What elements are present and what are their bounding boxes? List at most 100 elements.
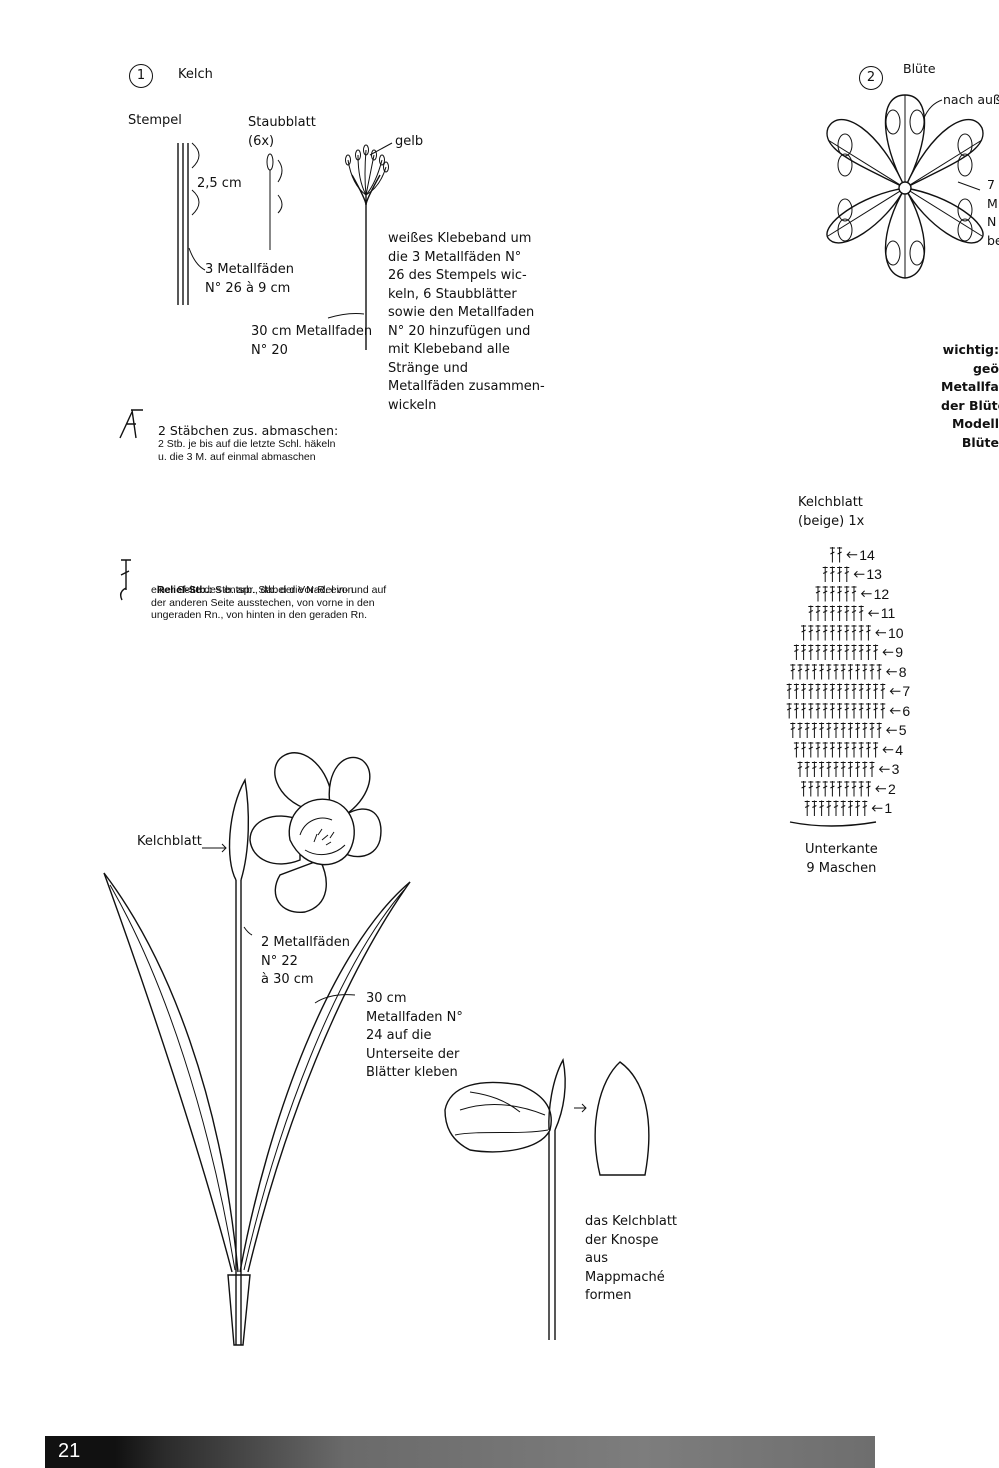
stitch-mark — [855, 664, 860, 680]
stitch-mark — [826, 762, 831, 778]
stitch-mark — [805, 801, 810, 817]
stitch-mark — [816, 781, 821, 797]
stitch-mark — [880, 703, 885, 719]
stitch-mark — [848, 723, 853, 739]
stitch-mark — [844, 781, 849, 797]
stitch-mark — [801, 645, 806, 661]
stitch-mark — [873, 684, 878, 700]
bluete-diagram — [827, 95, 983, 278]
stitch-mark — [801, 742, 806, 758]
stitch-mark — [794, 684, 799, 700]
stitch-mark — [855, 801, 860, 817]
stitch-mark — [837, 684, 842, 700]
step-number-2: 2 — [859, 66, 883, 90]
stitch-mark — [823, 567, 828, 583]
stitch-mark — [844, 645, 849, 661]
label-nach-aussen: nach auße — [943, 91, 999, 110]
stitch-mark — [834, 762, 839, 778]
stitch-mark — [848, 762, 853, 778]
stitch-mark — [873, 645, 878, 661]
kelch-assembly-drawing — [328, 143, 392, 350]
stitch-mark — [794, 645, 799, 661]
stitch-mark — [870, 723, 875, 739]
unterkante-bracket — [790, 822, 876, 826]
stitch-mark — [844, 606, 849, 622]
row-arrow — [890, 708, 900, 714]
stitch-mark — [855, 762, 860, 778]
stitch-mark — [801, 703, 806, 719]
stitch-mark — [798, 762, 803, 778]
stitch-mark — [841, 801, 846, 817]
stitch-mark — [801, 684, 806, 700]
stitch-mark — [859, 703, 864, 719]
stitch-mark — [816, 703, 821, 719]
row-number: 3 — [892, 762, 900, 776]
stitch-mark — [805, 762, 810, 778]
stitch-mark — [787, 703, 792, 719]
label-2-metallfaeden: 2 Metallfäden N° 22 à 30 cm — [261, 934, 350, 990]
stitch-mark — [852, 645, 857, 661]
stitch-mark — [823, 625, 828, 641]
row-arrow — [847, 552, 857, 558]
stitch-mark — [837, 567, 842, 583]
stitch-mark — [873, 742, 878, 758]
stitch-mark — [830, 684, 835, 700]
row-number: 6 — [902, 704, 910, 718]
stitch-mark — [870, 762, 875, 778]
row-number: 13 — [866, 567, 882, 581]
stitch-mark — [855, 723, 860, 739]
stitch-mark — [823, 645, 828, 661]
stitch-mark — [798, 664, 803, 680]
stitch-mark — [819, 762, 824, 778]
row-arrow — [869, 610, 879, 616]
stitch-mark — [862, 801, 867, 817]
row-arrow — [862, 591, 872, 597]
stitch-mark — [852, 684, 857, 700]
stitch-mark — [834, 723, 839, 739]
row-number: 11 — [881, 606, 896, 620]
stitch-mark — [819, 723, 824, 739]
stitch-mark — [801, 781, 806, 797]
stitch-mark — [808, 781, 813, 797]
stitch-mark — [830, 645, 835, 661]
stitch-mark — [837, 742, 842, 758]
row-number: 14 — [859, 548, 875, 562]
stitch-mark — [870, 664, 875, 680]
stitch-mark — [823, 684, 828, 700]
row-arrow — [880, 766, 890, 772]
stitch-mark — [816, 586, 821, 602]
row-number: 9 — [895, 645, 903, 659]
stitch-mark — [837, 547, 842, 563]
decrease-symbol — [120, 410, 143, 438]
stitch-mark — [816, 625, 821, 641]
stitch-mark — [826, 801, 831, 817]
row-arrow — [890, 688, 900, 694]
row-number: 1 — [884, 801, 892, 815]
row-number: 12 — [874, 587, 890, 601]
relief-stitch-symbol — [121, 560, 131, 600]
stitch-mark — [808, 625, 813, 641]
stitch-mark — [801, 625, 806, 641]
stitch-mark — [812, 801, 817, 817]
stitch-mark — [790, 664, 795, 680]
stitch-mark — [852, 606, 857, 622]
stitch-mark — [808, 684, 813, 700]
stitch-mark — [859, 742, 864, 758]
stitch-mark — [841, 664, 846, 680]
row-number: 2 — [888, 782, 896, 796]
stitch-mark — [862, 664, 867, 680]
staubblatt-drawing — [267, 154, 282, 250]
stitch-mark — [866, 645, 871, 661]
relief-continuation: einer Seite des entspr. Stb. der Vor-R. … — [151, 584, 386, 622]
stitch-mark — [848, 664, 853, 680]
page-number: 21 — [58, 1440, 80, 1463]
row-number: 8 — [899, 665, 907, 679]
stitch-mark — [812, 723, 817, 739]
row-arrow — [854, 571, 864, 577]
stitch-mark — [819, 664, 824, 680]
decrease-title: 2 Stäbchen zus. abmaschen: — [158, 423, 338, 438]
stitch-mark — [837, 586, 842, 602]
stitch-mark — [859, 645, 864, 661]
row-number: 7 — [902, 684, 910, 698]
